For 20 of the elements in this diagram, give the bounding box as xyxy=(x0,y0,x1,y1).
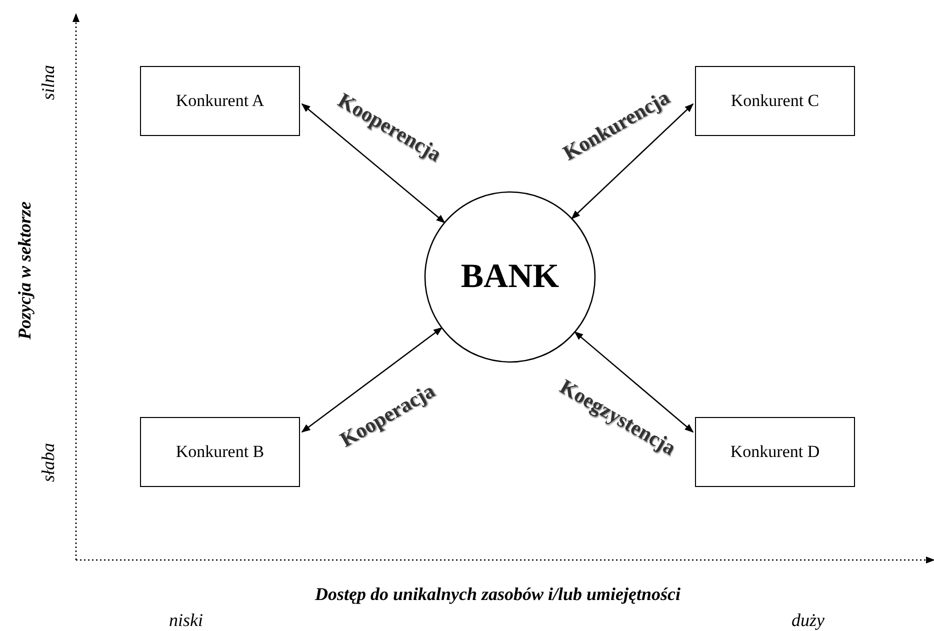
circle-node xyxy=(425,192,595,362)
competitor-box xyxy=(140,66,300,136)
double-arrow xyxy=(301,103,446,224)
node-label: BANK xyxy=(460,258,560,296)
double-arrow xyxy=(301,327,443,433)
double-arrow xyxy=(574,331,694,433)
competitor-box xyxy=(695,66,855,136)
node-label: Konkurent C xyxy=(730,91,820,111)
axis-value-label: słaba xyxy=(38,442,58,482)
axis-title: Pozycja w sektorze xyxy=(14,201,36,339)
node-label: Konkurent A xyxy=(176,91,264,111)
axis-value-label: niski xyxy=(169,610,203,630)
axis-title: Dostęp do unikalnych zasobów i/lub umiejętności xyxy=(315,584,681,604)
double-arrow xyxy=(571,103,694,220)
axis-value-label: silna xyxy=(38,64,58,100)
axis-value-label: duży xyxy=(792,610,824,630)
competitor-box xyxy=(140,417,300,487)
node-label: Konkurent D xyxy=(730,442,820,462)
node-label: Konkurent B xyxy=(176,442,264,462)
competitor-box xyxy=(695,417,855,487)
